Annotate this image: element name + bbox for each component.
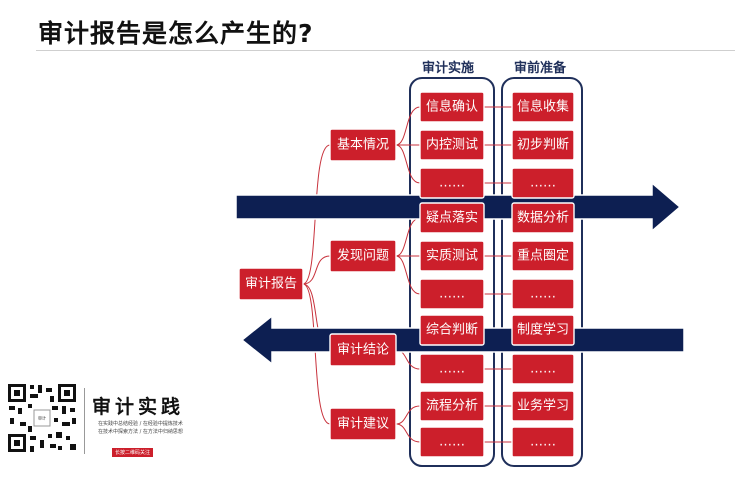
prep-item: …… — [511, 167, 575, 199]
prep-item-label: 重点圈定 — [517, 248, 569, 264]
prep-item-label: 制度学习 — [517, 322, 569, 338]
category-conclusion: 审计结论 — [329, 333, 397, 367]
implement-item: …… — [419, 353, 485, 385]
prep-item: 初步判断 — [511, 129, 575, 161]
brand-slogan-line-2: 在技术中探索方法 / 在方法中归纳思想 — [98, 429, 183, 435]
implement-item: 内控测试 — [419, 129, 485, 161]
prep-item: …… — [511, 426, 575, 458]
implement-item: …… — [419, 278, 485, 310]
brand-slogan-line-1: 在实践中总结经验 / 在经验中提炼技术 — [98, 421, 183, 427]
prep-item-label: …… — [530, 435, 556, 450]
implement-item-label: …… — [439, 287, 465, 302]
root-node-label: 审计报告 — [245, 277, 297, 292]
implement-item-label: 疑点落实 — [426, 210, 478, 226]
svg-text:审计: 审计 — [38, 415, 46, 421]
root-to-issues-connector — [302, 255, 331, 285]
prep-column-frame — [501, 77, 583, 467]
implement-item: 疑点落实 — [419, 202, 485, 234]
prep-item: …… — [511, 353, 575, 385]
prep-item: 数据分析 — [511, 202, 575, 234]
implement-item: 综合判断 — [419, 314, 485, 346]
advice-branch-connector-2 — [395, 423, 421, 443]
advice-branch-connector-1 — [395, 405, 421, 425]
conclusion-branch-connector-2 — [395, 349, 421, 370]
prep-item-label: …… — [530, 176, 556, 191]
prep-column-header: 审前准备 — [514, 60, 567, 76]
prep-item: 信息收集 — [511, 91, 575, 123]
basic-branch-connector-1 — [395, 106, 421, 146]
implement-item-label: 综合判断 — [426, 323, 478, 338]
title-divider — [36, 50, 735, 51]
prep-item-label: 数据分析 — [517, 211, 569, 226]
prep-item-label: 业务学习 — [517, 398, 569, 414]
prep-item-label: …… — [530, 287, 556, 302]
implement-item-label: 流程分析 — [426, 399, 478, 414]
implement-item-label: 内控测试 — [426, 137, 478, 153]
prep-item-label: …… — [530, 362, 556, 377]
tree-connectors — [302, 106, 512, 443]
category-advice-label: 审计建议 — [337, 417, 389, 432]
implement-item: 流程分析 — [419, 390, 485, 422]
prep-item: 重点圈定 — [511, 240, 575, 272]
prep-item-label: 信息收集 — [517, 99, 569, 115]
qr-code-icon[interactable]: 审计 — [6, 382, 78, 454]
category-issues: 发现问题 — [329, 239, 397, 273]
implement-column-header: 审计实施 — [422, 60, 474, 76]
category-basic: 基本情况 — [329, 128, 397, 162]
implement-item: …… — [419, 167, 485, 199]
qr-scan-tag: 长按二维码关注 — [112, 448, 154, 457]
implement-item-label: 信息确认 — [426, 99, 478, 115]
category-conclusion-label: 审计结论 — [337, 343, 389, 358]
brand-name: 审计实践 — [92, 396, 185, 418]
implement-item: …… — [419, 426, 485, 458]
category-basic-label: 基本情况 — [337, 138, 389, 153]
prep-item: 制度学习 — [511, 314, 575, 346]
implement-column-frame — [409, 77, 495, 467]
brand-block: 审计 审计实践 在实践中总结经验 / 在经验中提炼技术 在技术中探索方法 / 在… — [6, 382, 196, 462]
issues-branch-connector-3 — [395, 255, 421, 295]
prep-item-label: 初步判断 — [517, 138, 569, 153]
implement-item-label: …… — [439, 362, 465, 377]
basic-branch-connector-3 — [395, 144, 421, 184]
issues-branch-connector-1 — [395, 217, 421, 257]
root-node: 审计报告 — [238, 267, 304, 301]
brand-divider — [84, 388, 85, 454]
root-to-advice-connector — [302, 283, 331, 425]
prep-item: …… — [511, 278, 575, 310]
implement-item: 信息确认 — [419, 91, 485, 123]
implement-item-label: …… — [439, 176, 465, 191]
category-advice: 审计建议 — [329, 407, 397, 441]
page-title: 审计报告是怎么产生的? — [38, 19, 314, 48]
category-issues-label: 发现问题 — [337, 248, 389, 264]
prep-item: 业务学习 — [511, 390, 575, 422]
implement-item-label: …… — [439, 435, 465, 450]
implement-item: 实质测试 — [419, 240, 485, 272]
implement-item-label: 实质测试 — [426, 249, 478, 264]
